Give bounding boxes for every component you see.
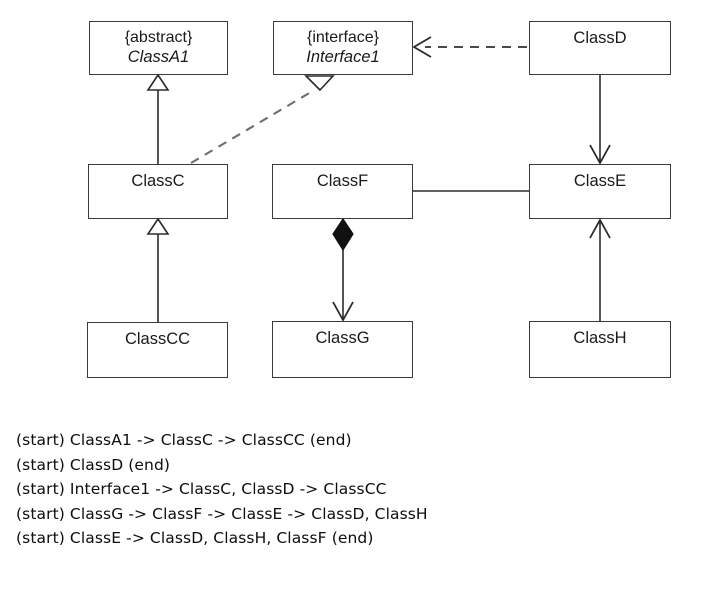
edge-assoc-classd-classe [589, 75, 611, 165]
edge-gen-classh-classe [589, 218, 611, 321]
class-name-classg: ClassG [315, 329, 370, 347]
class-box-classc[interactable]: ClassC [88, 164, 228, 219]
class-name-classh: ClassH [573, 329, 627, 347]
class-box-classcc[interactable]: ClassCC [87, 322, 228, 378]
class-name-classd: ClassD [573, 29, 627, 47]
class-stereotype-interface1: {interface} [306, 29, 380, 46]
edge-gen-classcc-classc [146, 217, 170, 322]
edge-comp-classf-classg [332, 217, 354, 322]
class-name-interface1: Interface1 [306, 48, 380, 66]
class-name-classc: ClassC [131, 172, 185, 190]
class-box-classf[interactable]: ClassF [272, 164, 413, 219]
class-box-classe[interactable]: ClassE [529, 164, 671, 219]
uml-diagram-canvas: {abstract} ClassA1 {interface} Interface… [87, 21, 671, 378]
class-name-classf: ClassF [316, 172, 369, 190]
class-box-interface1[interactable]: {interface} Interface1 [273, 21, 413, 75]
class-name-classe: ClassE [573, 172, 627, 190]
class-box-classa1[interactable]: {abstract} ClassA1 [89, 21, 228, 75]
relation-line-2: (start) ClassD (end) [16, 455, 171, 474]
edge-dep-classd-interface1 [412, 36, 527, 58]
relations-text-block: (start) ClassA1 -> ClassC -> ClassCC (en… [16, 428, 706, 551]
class-box-classd[interactable]: ClassD [529, 21, 671, 75]
class-box-classh[interactable]: ClassH [529, 321, 671, 378]
relation-line-5: (start) ClassE -> ClassD, ClassH, ClassF… [16, 529, 374, 547]
class-box-classg[interactable]: ClassG [272, 321, 413, 378]
class-name-classa1: ClassA1 [127, 48, 190, 66]
relation-line-3: (start) Interface1 -> ClassC, ClassD -> … [16, 480, 387, 498]
edge-gen-classc-classa1 [146, 73, 170, 164]
relation-line-4: (start) ClassG -> ClassF -> ClassE -> Cl… [16, 504, 428, 523]
class-name-classcc: ClassCC [124, 330, 191, 348]
edge-real-classc-interface1 [190, 75, 335, 164]
relation-line-1: (start) ClassA1 -> ClassC -> ClassCC (en… [16, 431, 352, 449]
class-stereotype-classa1: {abstract} [124, 29, 193, 46]
